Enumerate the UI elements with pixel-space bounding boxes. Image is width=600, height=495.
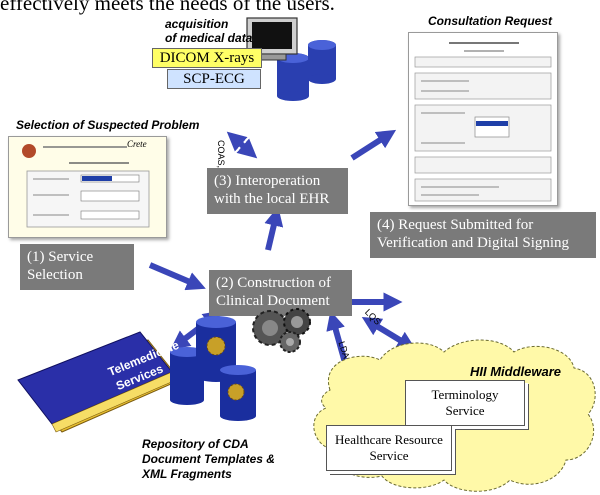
step2-line1: (2) Construction of xyxy=(216,275,331,291)
step-request-submitted: (4) Request Submitted for Verification a… xyxy=(370,212,596,258)
middleware-title: HII Middleware xyxy=(470,364,562,379)
terminology-line1: Terminology xyxy=(431,387,499,402)
healthcare-line2: Service xyxy=(369,448,409,463)
arrow-ehr-to-consultation xyxy=(350,129,397,161)
arrow-lqs xyxy=(361,317,417,350)
acquisition-title-line1: acquisition xyxy=(165,17,229,31)
step-construction: (2) Construction of Clinical Document xyxy=(209,270,352,316)
arrow-selection-to-construction xyxy=(148,262,206,291)
database-cylinder-bottom xyxy=(277,91,309,101)
consultation-request-screenshot xyxy=(408,32,558,206)
form-thumbnail xyxy=(409,33,557,205)
top-text-fragment: effectively meets the needs of the users… xyxy=(0,0,335,15)
arrow-acquisition-to-ehr xyxy=(226,131,258,159)
step-service-selection: (1) Service Selection xyxy=(20,244,134,290)
repository-caption-line3: XML Fragments xyxy=(142,467,232,481)
database-cylinder-2-bottom xyxy=(308,74,336,84)
scp-ecg-box: SCP-ECG xyxy=(167,69,261,89)
terminology-line2: Service xyxy=(445,403,485,418)
service-selection-screenshot: Crete xyxy=(8,136,167,238)
selection-caption: Selection of Suspected Problem xyxy=(16,118,200,132)
step1-line1: (1) Service xyxy=(27,249,94,265)
database-cylinder-body xyxy=(277,58,309,96)
healthcare-resource-service-box: Healthcare Resource Service xyxy=(326,425,452,471)
dicom-xrays-box: DICOM X-rays xyxy=(152,48,262,68)
step3-line2: with the local EHR xyxy=(214,191,330,207)
logo-icon xyxy=(22,144,36,158)
selection-logo-text: Crete xyxy=(127,139,147,149)
step4-line1: (4) Request Submitted for xyxy=(377,217,534,233)
step-interoperation: (3) Interoperation with the local EHR xyxy=(207,168,348,214)
arrow-construction-to-ehr xyxy=(264,206,284,251)
consultation-caption: Consultation Request xyxy=(428,14,553,28)
database-cylinder-2-top xyxy=(308,40,336,50)
database-cylinder-2-body xyxy=(308,45,336,79)
step2-line2: Clinical Document xyxy=(216,293,330,309)
healthcare-line1: Healthcare Resource xyxy=(335,432,443,447)
repository-cylinders-icon xyxy=(170,316,256,421)
step4-line2: Verification and Digital Signing xyxy=(377,235,570,251)
terminology-service-box: Terminology Service xyxy=(405,380,525,426)
acquisition-title-line2: of medical data xyxy=(165,31,253,45)
monitor-screen xyxy=(252,22,292,49)
selection-thumbnail xyxy=(9,137,166,237)
repository-caption-line1: Repository of CDA xyxy=(142,437,249,451)
step3-line1: (3) Interoperation xyxy=(214,173,321,189)
repository-caption-line2: Document Templates & xyxy=(142,452,275,466)
step1-line2: Selection xyxy=(27,267,83,283)
telemedicine-book-icon xyxy=(17,331,181,433)
